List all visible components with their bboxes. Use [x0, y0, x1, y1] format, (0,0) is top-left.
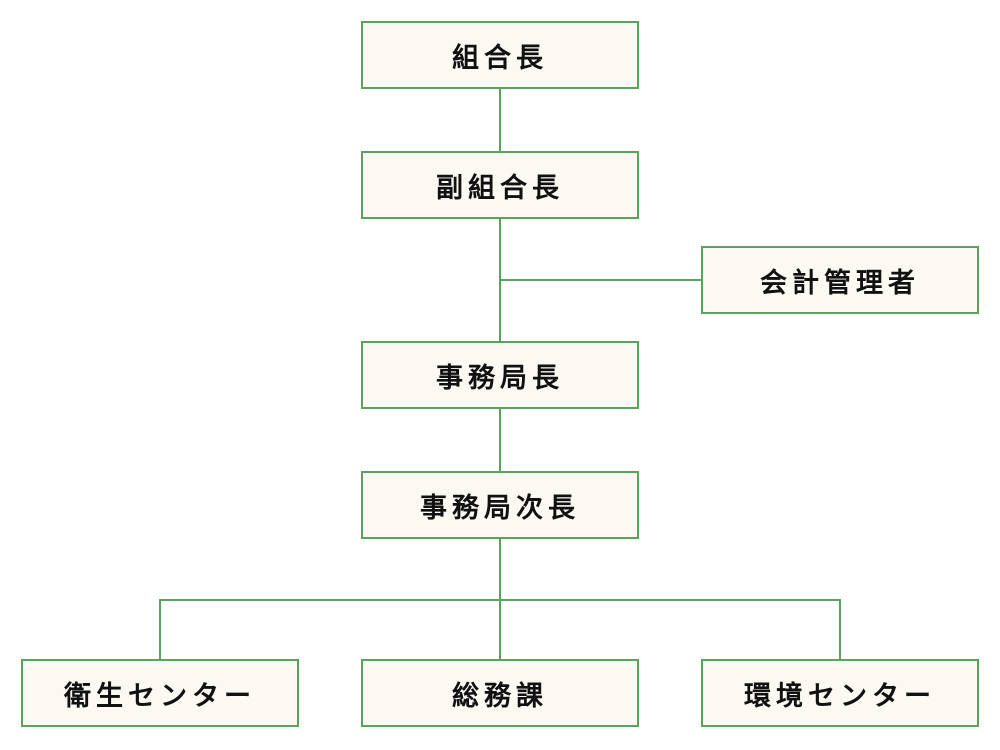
node-sanitation-center: 衛生センター: [21, 659, 299, 727]
connector-director-deputy: [499, 408, 501, 472]
node-general-affairs: 総務課: [361, 659, 639, 727]
connector-to-accounting: [500, 279, 702, 281]
connector-to-environment: [839, 600, 841, 660]
connector-to-sanitation: [159, 600, 161, 660]
node-secretariat-deputy-director: 事務局次長: [361, 471, 639, 539]
connector-branch-horizontal: [159, 599, 841, 601]
node-environment-center: 環境センター: [701, 659, 979, 727]
node-accounting-manager: 会計管理者: [701, 246, 979, 314]
node-secretariat-director: 事務局長: [361, 341, 639, 409]
node-vice-chairman: 副組合長: [361, 151, 639, 219]
node-chairman: 組合長: [361, 21, 639, 89]
connector-chairman-vice: [499, 88, 501, 152]
